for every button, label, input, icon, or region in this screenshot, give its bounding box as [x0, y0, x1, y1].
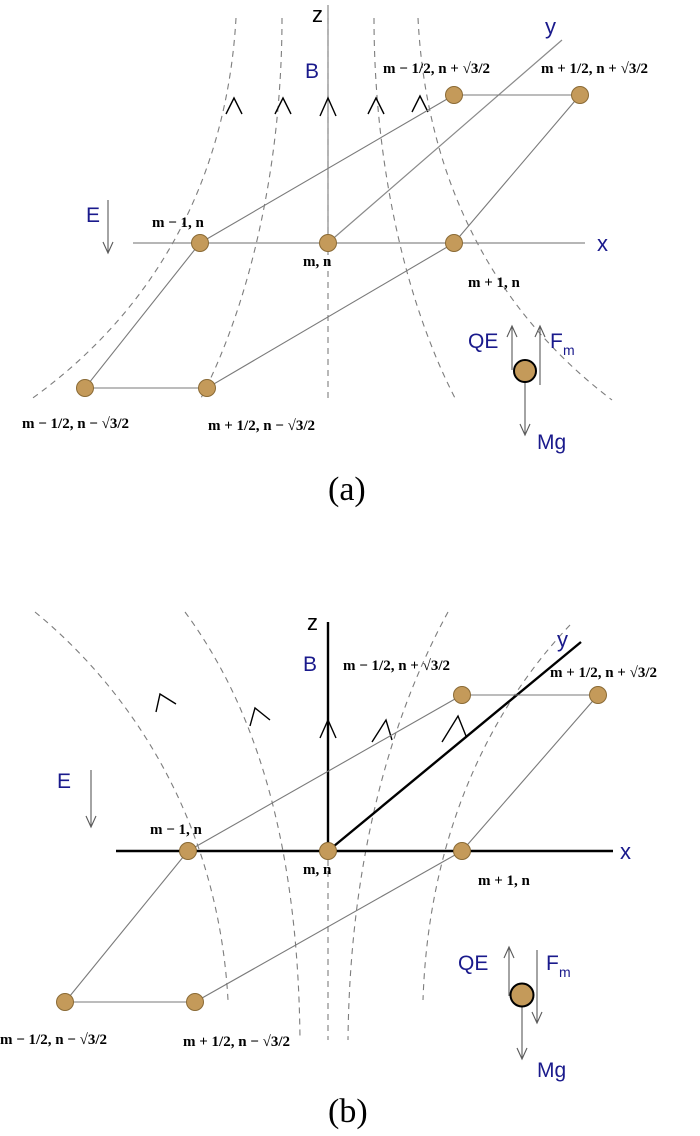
field-chevron	[225, 96, 243, 115]
y-axis	[327, 641, 582, 852]
site-node-right	[453, 842, 471, 860]
site-node-left	[191, 234, 209, 252]
field-line	[34, 611, 229, 1001]
site-node-lower-left	[56, 993, 74, 1011]
lattice-edge	[199, 94, 455, 244]
force-fm-subscript: m	[559, 964, 571, 980]
site-label-lower-right: m + 1/2, n − √3/2	[208, 418, 315, 434]
field-chevron	[249, 706, 271, 727]
particle-ball	[509, 982, 535, 1008]
lattice-edge	[194, 850, 463, 1003]
field-line	[199, 17, 283, 401]
panel-caption: (a)	[328, 471, 366, 508]
site-label-left: m − 1, n	[152, 215, 205, 231]
force-fm-arrowhead	[531, 1011, 543, 1025]
field-chevron	[411, 94, 429, 113]
z-axis-label: z	[312, 2, 323, 27]
force-fm-label: F	[546, 952, 559, 975]
e-field-arrowhead	[85, 815, 97, 829]
site-label-center: m, n	[303, 862, 332, 878]
site-node-right	[445, 234, 463, 252]
force-mg-arrowhead	[519, 423, 531, 437]
site-label-upper-left: m − 1/2, n + √3/2	[343, 658, 450, 674]
y-axis-label: y	[557, 627, 568, 652]
y-axis-label: y	[545, 14, 556, 39]
site-node-lower-right	[198, 379, 216, 397]
lattice-edge	[206, 242, 455, 389]
force-mg-label: Mg	[537, 1059, 566, 1082]
panel-b: z y x B E m − 1, n m, n m + 1, n m − 1/2…	[0, 610, 657, 1130]
field-chevron	[441, 714, 467, 743]
site-label-upper-left: m − 1/2, n + √3/2	[383, 61, 490, 77]
site-label-upper-right: m + 1/2, n + √3/2	[541, 61, 648, 77]
field-chevron	[155, 692, 177, 713]
force-qe-label: QE	[458, 952, 488, 975]
force-qe-label: QE	[468, 330, 498, 353]
site-label-left: m − 1, n	[150, 822, 203, 838]
site-node-upper-right	[571, 86, 589, 104]
site-node-lower-right	[186, 993, 204, 1011]
site-label-lower-left: m − 1/2, n − √3/2	[22, 416, 129, 432]
field-line	[347, 611, 449, 1041]
site-label-upper-right: m + 1/2, n + √3/2	[550, 665, 657, 681]
lattice-edge	[461, 694, 599, 852]
field-line	[373, 17, 457, 401]
particle-ball	[513, 359, 537, 383]
force-fm-label: F	[550, 330, 563, 353]
site-node-center	[319, 842, 337, 860]
site-label-lower-left: m − 1/2, n − √3/2	[0, 1032, 107, 1048]
site-node-left	[179, 842, 197, 860]
b-field-arrowhead	[319, 96, 337, 117]
site-node-upper-right	[589, 686, 607, 704]
field-line	[417, 17, 613, 401]
site-node-lower-left	[76, 379, 94, 397]
field-line	[422, 624, 571, 1001]
e-field-label: E	[86, 204, 100, 227]
b-field-label: B	[305, 60, 319, 83]
panel-caption: (b)	[328, 1093, 368, 1130]
y-axis	[327, 39, 563, 244]
site-node-upper-left	[453, 686, 471, 704]
site-node-center	[319, 234, 337, 252]
field-line	[184, 611, 301, 1041]
panel-a: z y x B E m − 1, n m, n m + 1, n m − 1/2…	[22, 2, 648, 508]
field-line	[29, 17, 237, 401]
site-label-center: m, n	[303, 254, 332, 270]
force-qe-arrowhead	[503, 945, 515, 959]
site-label-lower-right: m + 1/2, n − √3/2	[183, 1034, 290, 1050]
lattice-edge	[84, 242, 201, 389]
lattice-edge	[187, 694, 463, 852]
lattice-edge	[453, 94, 581, 244]
force-qe-arrowhead	[506, 324, 518, 338]
site-label-right: m + 1, n	[478, 873, 531, 889]
force-mg-label: Mg	[537, 431, 566, 454]
e-field-label: E	[57, 770, 71, 793]
b-field-arrowhead	[319, 718, 337, 739]
z-axis-label: z	[307, 610, 318, 635]
field-chevron	[367, 96, 385, 115]
b-field-label: B	[303, 653, 317, 676]
force-mg-arrowhead	[516, 1047, 528, 1061]
site-label-right: m + 1, n	[468, 275, 521, 291]
x-axis-label: x	[620, 839, 631, 864]
e-field-arrowhead	[102, 241, 114, 255]
force-fm-subscript: m	[563, 342, 575, 358]
field-chevron	[371, 718, 393, 743]
site-node-upper-left	[445, 86, 463, 104]
field-chevron	[274, 96, 292, 115]
force-fm-arrowhead	[534, 324, 546, 338]
lattice-edge	[64, 850, 189, 1003]
x-axis-label: x	[597, 231, 608, 256]
